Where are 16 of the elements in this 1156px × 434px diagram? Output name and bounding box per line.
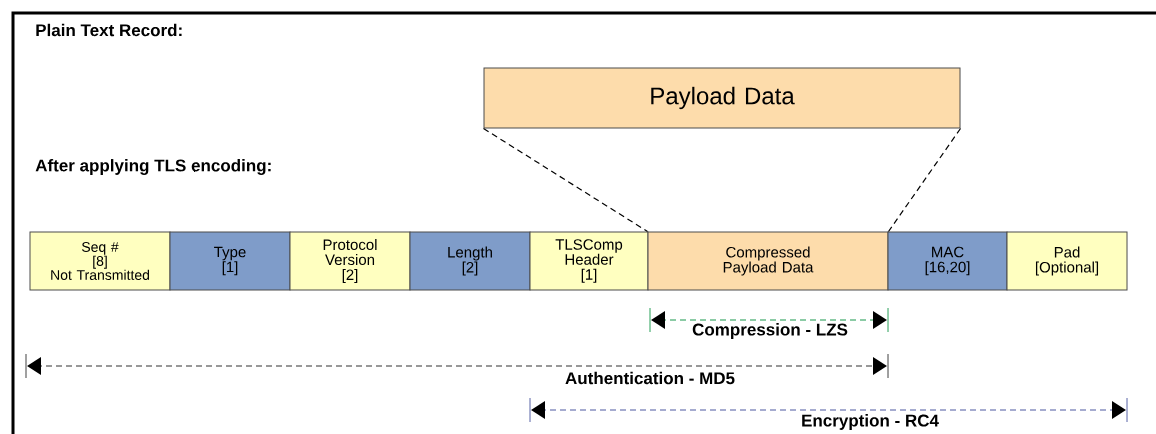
- field-box: TLSComp Header [1]: [529, 231, 649, 291]
- field-box: Seq # [8] Not Transmitted: [29, 231, 171, 291]
- field-box: Type [1]: [169, 231, 291, 291]
- connector-line: [887, 127, 962, 233]
- field-box: Compressed Payload Data: [647, 231, 889, 291]
- field-box: Protocol Version [2]: [289, 231, 411, 291]
- payload-box: Payload Data: [483, 67, 961, 129]
- heading: After applying TLS encoding:: [35, 159, 271, 175]
- field-box: Pad [Optional]: [1006, 231, 1128, 291]
- dimension-label: Encryption - RC4: [802, 414, 939, 430]
- connector-line: [482, 127, 649, 233]
- field-box: Length [2]: [409, 231, 531, 291]
- field-box: MAC [16,20]: [887, 231, 1008, 291]
- dimension-label: Authentication - MD5: [565, 371, 735, 385]
- dimension-label: Compression - LZS: [692, 323, 848, 339]
- heading: Plain Text Record:: [36, 23, 182, 37]
